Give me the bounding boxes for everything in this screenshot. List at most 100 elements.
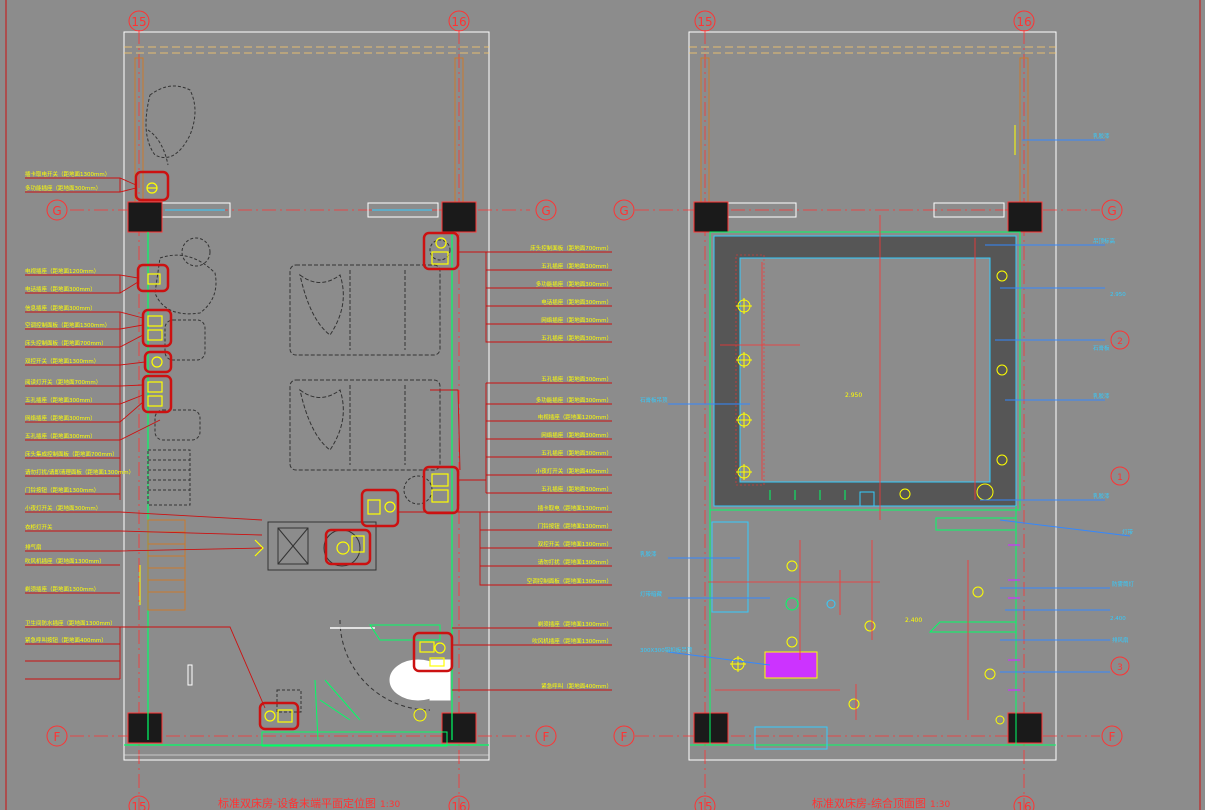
bubble-16: 16 <box>451 800 466 810</box>
armchair <box>145 85 196 166</box>
left-plan-title: 标准双床房-设备末端平面定位图 <box>218 796 376 810</box>
device-label: 剃须插座（距地面1300mm） <box>538 620 612 628</box>
handle <box>187 664 193 686</box>
ceiling-tag: 乳胶漆 <box>1093 392 1110 400</box>
ceiling-tag: 2.950 <box>1110 292 1126 298</box>
device-label: 小夜灯开关（距地面300mm） <box>25 504 101 512</box>
ceiling-tag: 乳胶漆 <box>1093 492 1110 500</box>
device-label: 多功能插座（距地面300mm） <box>536 396 612 404</box>
wall-segment <box>367 202 439 218</box>
device-label: 请勿打扰（距地面1300mm） <box>538 558 612 566</box>
column <box>693 201 729 233</box>
device-label: 五孔插座（距地面300mm） <box>25 432 96 440</box>
column <box>693 712 729 744</box>
column <box>1007 201 1043 233</box>
device-label: 网络插座（距地面300mm） <box>541 316 612 324</box>
nightstand <box>429 239 451 261</box>
column <box>441 712 477 744</box>
device-label: 电视插座（距地面1200mm） <box>538 413 612 421</box>
device-label: 床头控制面板（距地面700mm） <box>530 244 612 252</box>
level-marks: 2.950 2.400 <box>845 392 922 624</box>
device-label: 五孔插座（距地面300mm） <box>541 262 612 270</box>
device-label: 衣柜灯开关 <box>25 523 53 531</box>
detail-bubble: 2 <box>1117 337 1123 347</box>
left-plan-scale: 1:30 <box>380 800 400 810</box>
device-label: 网络插座（距地面300mm） <box>541 431 612 439</box>
bubble-15: 15 <box>131 15 146 29</box>
threshold <box>261 731 448 747</box>
exhaust-fan <box>764 651 818 679</box>
highlight-boxes <box>134 170 460 731</box>
device-label: 空调控制面板（距地面1300mm） <box>527 577 612 585</box>
left-drawing <box>25 30 612 810</box>
bubble-g: G <box>619 204 628 218</box>
door-arc <box>339 619 431 711</box>
bubble-16: 16 <box>1016 800 1031 810</box>
right-frame <box>688 31 1057 761</box>
device-label: 信息插座（距地面300mm） <box>25 304 96 312</box>
dimension-lines <box>708 215 976 720</box>
level-value: 2.400 <box>905 617 922 624</box>
leader-lines-left <box>25 177 266 709</box>
bubble-15: 15 <box>697 800 712 810</box>
device-label: 插卡取电（距地面1300mm） <box>538 504 612 512</box>
detail-bubbles: 2 1 3 <box>1110 330 1130 676</box>
device-label: 紧急呼叫按钮（距地面400mm） <box>25 636 107 644</box>
device-label: 五孔插座（距地面300mm） <box>541 485 612 493</box>
device-label: 插卡取电开关（距地面1300mm） <box>25 170 110 178</box>
right-plan-title: 标准双床房-综合顶面图 <box>812 796 926 810</box>
device-label: 剃须插座（距地面1300mm） <box>25 585 99 593</box>
bubble-g: G <box>52 204 61 218</box>
grid-bubbles: 15 16 15 16 G G G G F F F F 15 16 15 16 <box>46 10 1123 810</box>
device-label: 双控开关（距地面1300mm） <box>25 357 99 365</box>
device-label: 五孔插座（距地面300mm） <box>25 396 96 404</box>
vanity <box>267 521 377 571</box>
device-label: 床头控制面板（距地面700mm） <box>25 339 107 347</box>
luggage-rack <box>147 449 191 506</box>
device-label: 床头集成控制面板（距地面700mm） <box>25 450 118 458</box>
stool <box>154 409 201 441</box>
column <box>1007 712 1043 744</box>
bubble-g: G <box>1107 204 1116 218</box>
armchair <box>154 237 217 315</box>
device-label: 吹风机插座（距地面1300mm） <box>532 637 612 645</box>
bubble-f: F <box>543 730 550 744</box>
ceiling-tag: 乳胶漆 <box>1093 132 1110 140</box>
device-label: 多功能插座（距地面300mm） <box>25 184 101 192</box>
device-label: 小夜灯开关（距地面400mm） <box>536 467 612 475</box>
nightstand <box>403 475 433 505</box>
left-label-list: 插卡取电开关（距地面1300mm） 多功能插座（距地面300mm） 电视插座（距地面… <box>25 170 134 644</box>
device-label: 紧急呼叫（距地面400mm） <box>541 682 612 690</box>
door <box>319 699 351 721</box>
device-label: 多功能插座（距地面300mm） <box>536 280 612 288</box>
ceiling-tag: 灯带 <box>1122 528 1134 536</box>
bubble-15: 15 <box>697 15 712 29</box>
ceiling-tag: 排风扇 <box>1112 636 1129 644</box>
wall-segment <box>933 202 1005 218</box>
bubble-f: F <box>621 730 628 744</box>
device-label: 五孔插座（距地面300mm） <box>541 375 612 383</box>
wardrobe <box>139 519 186 611</box>
right-drawing <box>5 0 1201 810</box>
bath-partition <box>314 679 361 741</box>
level-value: 2.950 <box>845 392 862 399</box>
device-label: 网络插座（距地面300mm） <box>25 414 96 422</box>
device-label: 卫生间防水插座（距地面1300mm） <box>25 619 116 627</box>
detail-bubble: 1 <box>1117 473 1123 483</box>
bed-2 <box>289 379 441 471</box>
green-fixtures <box>690 490 1056 746</box>
bubble-f: F <box>54 730 61 744</box>
device-label: 请勿打扰/请即清理面板（距地面1300mm） <box>25 468 134 476</box>
device-label: 门铃按钮（距地面1300mm） <box>538 522 612 530</box>
device-label: 电话插座（距地面300mm） <box>25 285 96 293</box>
bubble-16: 16 <box>451 15 466 29</box>
bubble-16: 16 <box>1016 15 1031 29</box>
column <box>127 201 163 233</box>
ceiling-band <box>709 231 1021 511</box>
desk-chair <box>164 319 206 361</box>
device-label: 电视插座（距地面1200mm） <box>25 267 99 275</box>
right-label-list: 床头控制面板（距地面700mm） 五孔插座（距地面300mm） 多功能插座（距地面3… <box>527 244 612 690</box>
